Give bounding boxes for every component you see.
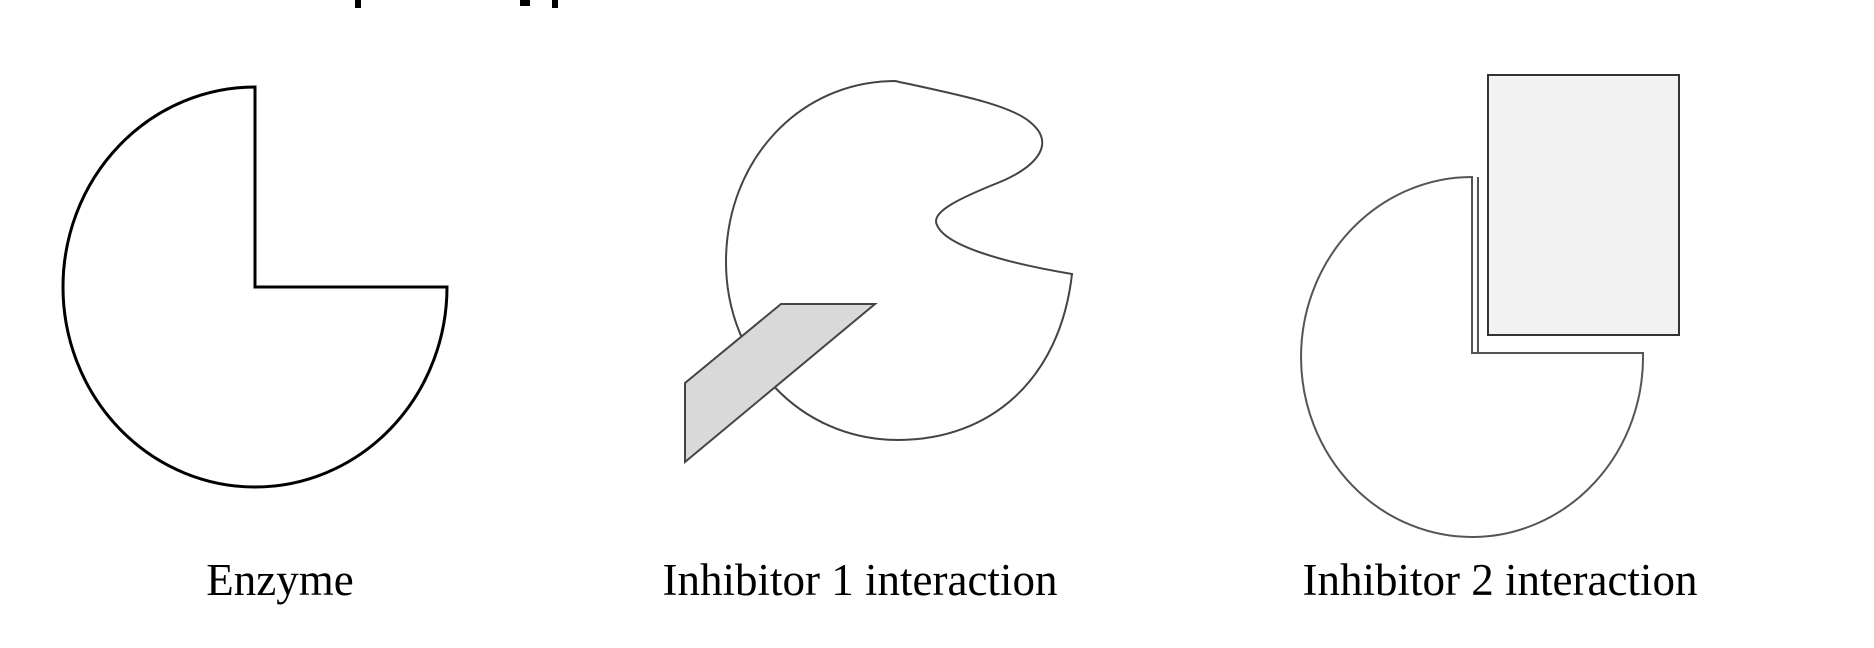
inhibitor-2-block — [1487, 74, 1680, 336]
inhibitor-2-label: Inhibitor 2 interaction — [1302, 555, 1698, 605]
enzyme-label: Enzyme — [206, 555, 354, 605]
deformed-enzyme-shape — [724, 79, 1074, 442]
enzyme-shape — [61, 85, 449, 489]
cropped-top-text-fragment — [355, 0, 558, 8]
enzyme-shape-inhibited — [1300, 175, 1645, 538]
inhibitor-1-label: Inhibitor 1 interaction — [662, 555, 1058, 605]
inhibitor-1-shape — [684, 303, 878, 465]
